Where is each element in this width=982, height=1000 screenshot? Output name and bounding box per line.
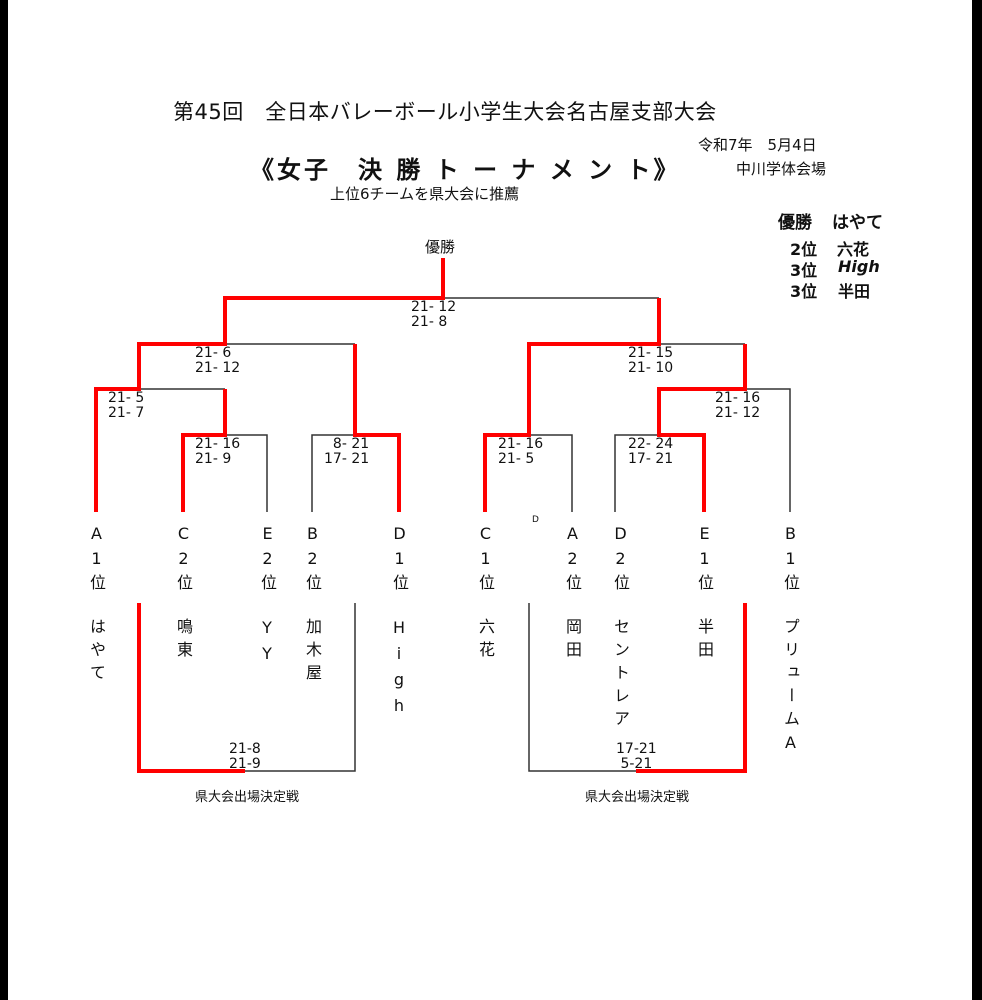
score-set: 21- 8 — [411, 314, 448, 330]
score-set: 21- 16 — [715, 390, 761, 406]
team-name: はやて — [87, 618, 106, 687]
winner-path — [353, 344, 401, 512]
team-name: プリュームA — [781, 618, 800, 759]
result-team: 六花 — [837, 240, 870, 259]
bracket-winner-lines — [94, 258, 747, 773]
score-set: 21- 5 — [498, 451, 535, 467]
score-set: 21-9 — [229, 756, 261, 772]
score-set: 21- 7 — [108, 405, 145, 421]
score-set: 5-21 — [620, 756, 653, 772]
team-seed: B2位 — [303, 524, 322, 596]
document-page — [8, 0, 972, 1000]
winner-path — [483, 298, 661, 512]
result-place: 3位 — [790, 282, 818, 301]
playoff-line — [528, 603, 636, 772]
team-seed: D2位 — [611, 524, 630, 596]
team-name: 六花 — [476, 618, 495, 664]
score-set: 21- 16 — [195, 436, 241, 452]
score-set: 22- 24 — [628, 436, 674, 452]
score-set: 17-21 — [616, 741, 657, 757]
score-set: 21- 12 — [411, 299, 457, 315]
winner-path — [94, 258, 445, 512]
score-set: 17- 21 — [324, 451, 370, 467]
team-name: セントレア — [611, 618, 630, 733]
result-place: 2位 — [790, 240, 818, 259]
team-seed: C1位 — [476, 524, 495, 596]
team-seed: E2位 — [258, 524, 277, 596]
playoff-label: 県大会出場決定戦 — [584, 790, 690, 805]
event-venue: 中川学体会場 — [736, 160, 827, 178]
team-seed: D1位 — [390, 524, 409, 596]
score-set: 21-8 — [229, 741, 261, 757]
bracket-thin-lines — [139, 297, 791, 772]
team-seed: A1位 — [87, 524, 106, 596]
score-set: 21- 10 — [628, 360, 674, 376]
score-set: 21- 16 — [498, 436, 544, 452]
winner-path — [657, 344, 747, 512]
score-set: 21- 12 — [195, 360, 241, 376]
team-name: 半田 — [695, 618, 714, 664]
score-set: 21- 6 — [195, 345, 232, 361]
playoff-winner-path — [636, 603, 747, 773]
document-title: 第45回 全日本バレーボール小学生大会名古屋支部大会 — [173, 100, 717, 124]
bracket-line — [529, 434, 573, 512]
team-name: High — [389, 618, 409, 722]
score-set: 8- 21 — [332, 436, 370, 452]
bracket-line — [225, 434, 268, 512]
score-set: 17- 21 — [628, 451, 674, 467]
result-team: 半田 — [838, 282, 871, 301]
score-set: 21- 15 — [628, 345, 674, 361]
team-name: YY — [257, 618, 277, 670]
bracket-line — [745, 388, 791, 512]
playoff-line — [245, 603, 356, 772]
champion-label: 優勝 — [425, 238, 456, 256]
score-set: 21- 9 — [195, 451, 232, 467]
score-set: 21- 12 — [715, 405, 761, 421]
team-seed: B1位 — [781, 524, 800, 596]
team-seed: E1位 — [695, 524, 714, 596]
playoff-winner-path — [137, 603, 245, 773]
team-name: 鳴東 — [174, 618, 193, 664]
result-team: はやて — [832, 213, 883, 233]
tournament-subtitle: 《女子 決 勝 ト ー ナ メ ン ト》 — [250, 156, 681, 184]
team-name: 岡田 — [563, 618, 582, 664]
score-set: 21- 5 — [108, 390, 145, 406]
winner-path — [181, 389, 227, 512]
result-place: 優勝 — [778, 213, 812, 233]
event-date: 令和7年 5月4日 — [698, 136, 817, 154]
playoff-label: 県大会出場決定戦 — [194, 790, 300, 805]
result-team: High — [838, 257, 880, 276]
bracket-line — [614, 434, 659, 512]
team-name: 加木屋 — [303, 618, 322, 687]
result-place: 3位 — [790, 261, 818, 280]
stray-mark: D — [532, 515, 539, 525]
team-seed: A2位 — [563, 524, 582, 596]
bracket-line — [311, 434, 355, 512]
recommendation-note: 上位6チームを県大会に推薦 — [330, 185, 520, 203]
team-seed: C2位 — [174, 524, 193, 596]
